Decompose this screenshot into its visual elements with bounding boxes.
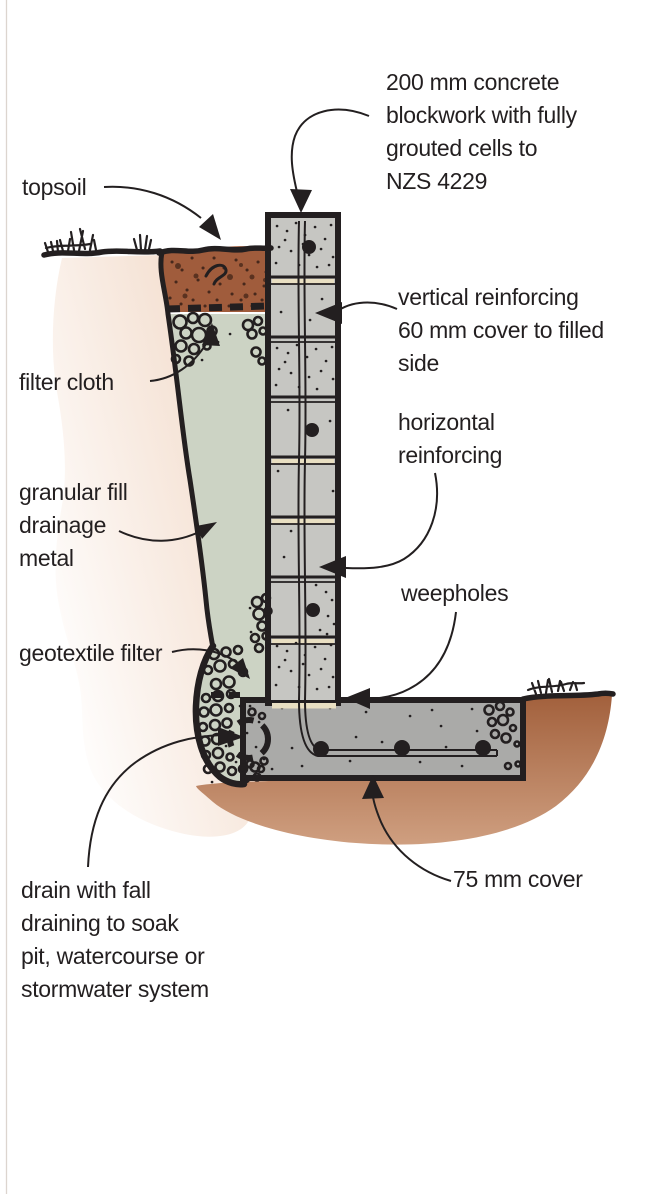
- leader-weepholes: [345, 611, 457, 709]
- leader-horizontal-reinforcing: [319, 472, 439, 578]
- geotextile-wrap: [192, 642, 248, 788]
- filter-cloth-line: [166, 302, 267, 313]
- grass-left: [43, 227, 153, 254]
- vertical-rebar: [297, 220, 498, 757]
- label-granular-fill: granular fill drainage metal: [19, 479, 128, 571]
- subsoil-brown: [196, 695, 612, 845]
- label-blockwork: 200 mm concrete blockwork with fully gro…: [386, 69, 577, 194]
- blockwork-wall: [265, 212, 341, 709]
- leader-geotextile: [171, 648, 250, 679]
- footing-stones: [245, 700, 522, 774]
- leader-75mm-cover: [362, 775, 452, 882]
- leader-filter-cloth: [149, 323, 220, 382]
- mortar-joints: [268, 275, 338, 645]
- label-horizontal-reinforcing: horizontal reinforcing: [398, 409, 503, 468]
- leader-vertical-reinforcing: [315, 301, 398, 324]
- leader-blockwork: [290, 108, 370, 213]
- leader-drain: [87, 727, 244, 868]
- worm-squiggle: [204, 263, 228, 286]
- label-75mm-cover: 75 mm cover: [453, 866, 583, 892]
- footing: [240, 697, 526, 781]
- leader-topsoil: [103, 185, 221, 240]
- ground-surface-left: [41, 248, 163, 258]
- weephole-gap: [272, 703, 336, 709]
- grass-right: [526, 677, 586, 696]
- label-weepholes: weepholes: [401, 580, 509, 606]
- drainage-stones: [170, 311, 273, 784]
- label-vertical-reinforcing: vertical reinforcing 60 mm cover to fill…: [398, 284, 604, 376]
- topsoil-layer: [162, 246, 270, 312]
- label-geotextile-filter: geotextile filter: [19, 640, 163, 666]
- label-topsoil: topsoil: [22, 174, 87, 200]
- label-filter-cloth: filter cloth: [19, 369, 114, 395]
- excavation-cut-line: [158, 249, 216, 651]
- leader-granular-fill: [118, 522, 217, 542]
- topsoil-surface-line: [156, 245, 274, 256]
- horizontal-rebar-dots: [302, 240, 491, 757]
- ground-surface-right: [520, 690, 616, 702]
- label-drain: drain with fall draining to soak pit, wa…: [21, 877, 209, 1002]
